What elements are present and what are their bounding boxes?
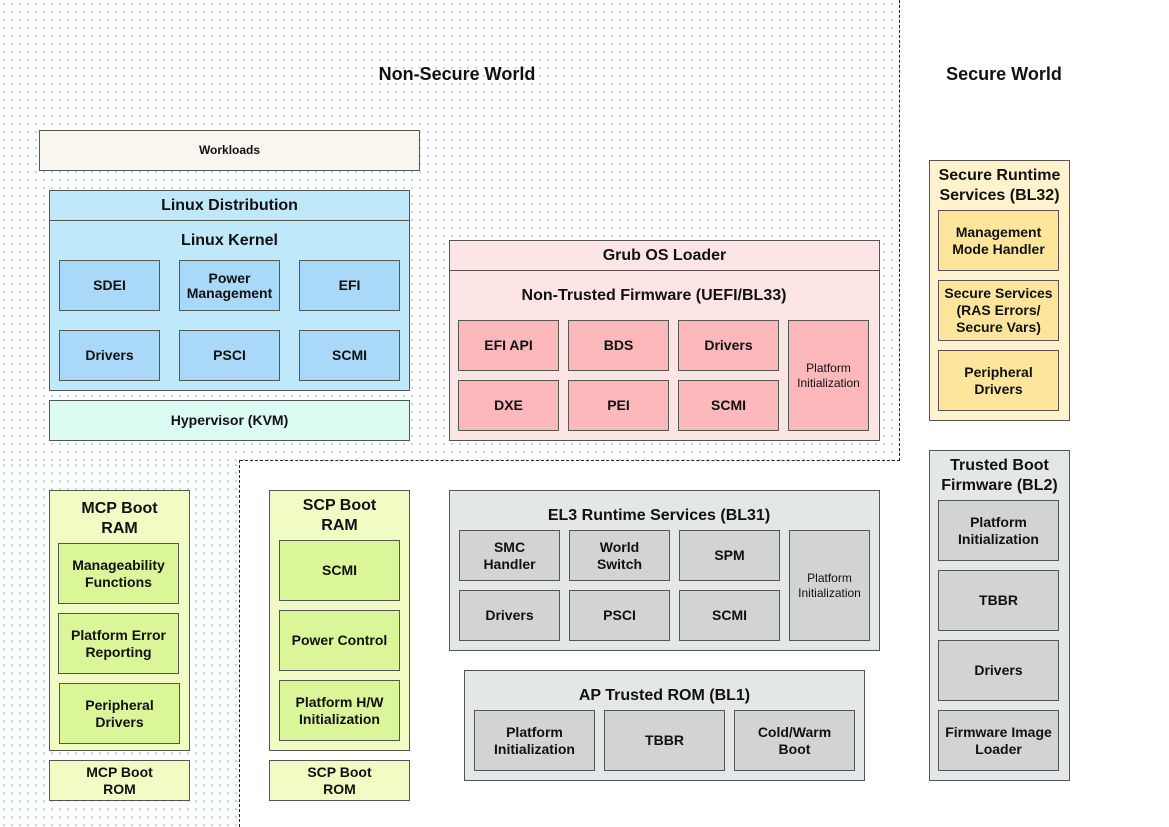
linux-kernel-label: Linux Kernel xyxy=(181,232,278,249)
ap-rom-item-cold-warm-boot: Cold/Warm Boot xyxy=(734,710,855,771)
scp-item-power-control: Power Control xyxy=(279,610,400,671)
grub-os-loader-header: Grub OS Loader xyxy=(449,240,880,271)
linux-item-drivers: Drivers xyxy=(59,330,160,381)
hypervisor-box: Hypervisor (KVM) xyxy=(49,400,410,441)
el3-runtime-label: EL3 Runtime Services (BL31) xyxy=(547,507,771,524)
linux-item-power-management: Power Management xyxy=(179,260,280,311)
el3-item-smc-handler: SMC Handler xyxy=(459,530,560,581)
uefi-item-drivers: Drivers xyxy=(678,320,779,371)
trusted-boot-item-firmware-image-loader: Firmware Image Loader xyxy=(938,710,1059,771)
trusted-boot-item-tbbr: TBBR xyxy=(938,570,1059,631)
el3-platform-initialization: Platform Initialization xyxy=(789,530,870,641)
ap-trusted-rom-label: AP Trusted ROM (BL1) xyxy=(578,687,751,704)
linux-item-psci: PSCI xyxy=(179,330,280,381)
mcp-item-peripheral-drivers: Peripheral Drivers xyxy=(59,683,180,744)
linux-item-scmi: SCMI xyxy=(299,330,400,381)
mcp-boot-rom: MCP Boot ROM xyxy=(49,760,190,801)
world-boundary-horizontal xyxy=(240,460,900,461)
scp-boot-rom: SCP Boot ROM xyxy=(269,760,410,801)
secure-item-secure-services: Secure Services (RAS Errors/ Secure Vars… xyxy=(938,280,1059,341)
world-boundary-vertical-lower xyxy=(239,460,240,827)
el3-item-scmi: SCMI xyxy=(679,590,780,641)
secure-world-label: Secure World xyxy=(946,64,1062,84)
secure-item-peripheral-drivers: Peripheral Drivers xyxy=(938,350,1059,411)
trusted-boot-item-platform-init: Platform Initialization xyxy=(938,500,1059,561)
trusted-boot-item-drivers: Drivers xyxy=(938,640,1059,701)
uefi-item-efi-api: EFI API xyxy=(458,320,559,371)
non-secure-world-label: Non-Secure World xyxy=(378,64,536,84)
workloads-box: Workloads xyxy=(39,130,420,171)
uefi-item-pei: PEI xyxy=(568,380,669,431)
mcp-boot-ram-label: MCP Boot RAM xyxy=(81,500,158,537)
mcp-item-manageability: Manageability Functions xyxy=(58,543,179,604)
non-trusted-firmware-label: Non-Trusted Firmware (UEFI/BL33) xyxy=(521,287,787,304)
linux-item-efi: EFI xyxy=(299,260,400,311)
el3-item-spm: SPM xyxy=(679,530,780,581)
secure-item-management-mode-handler: Management Mode Handler xyxy=(938,210,1059,271)
scp-item-platform-hw-init: Platform H/W Initialization xyxy=(279,680,400,741)
ap-rom-item-tbbr: TBBR xyxy=(604,710,725,771)
linux-item-sdei: SDEI xyxy=(59,260,160,311)
linux-distribution-header: Linux Distribution xyxy=(49,190,410,221)
world-boundary-vertical xyxy=(899,0,900,461)
secure-runtime-label: Secure Runtime Services (BL32) xyxy=(938,167,1061,204)
scp-boot-ram-label: SCP Boot RAM xyxy=(302,497,377,534)
uefi-platform-initialization: Platform Initialization xyxy=(788,320,869,431)
trusted-boot-label: Trusted Boot Firmware (BL2) xyxy=(941,457,1058,494)
el3-item-psci: PSCI xyxy=(569,590,670,641)
uefi-item-scmi: SCMI xyxy=(678,380,779,431)
el3-item-drivers: Drivers xyxy=(459,590,560,641)
uefi-item-bds: BDS xyxy=(568,320,669,371)
scp-item-scmi: SCMI xyxy=(279,540,400,601)
mcp-item-platform-error-reporting: Platform Error Reporting xyxy=(58,613,179,674)
ap-rom-item-platform-init: Platform Initialization xyxy=(474,710,595,771)
el3-item-world-switch: World Switch xyxy=(569,530,670,581)
uefi-item-dxe: DXE xyxy=(458,380,559,431)
